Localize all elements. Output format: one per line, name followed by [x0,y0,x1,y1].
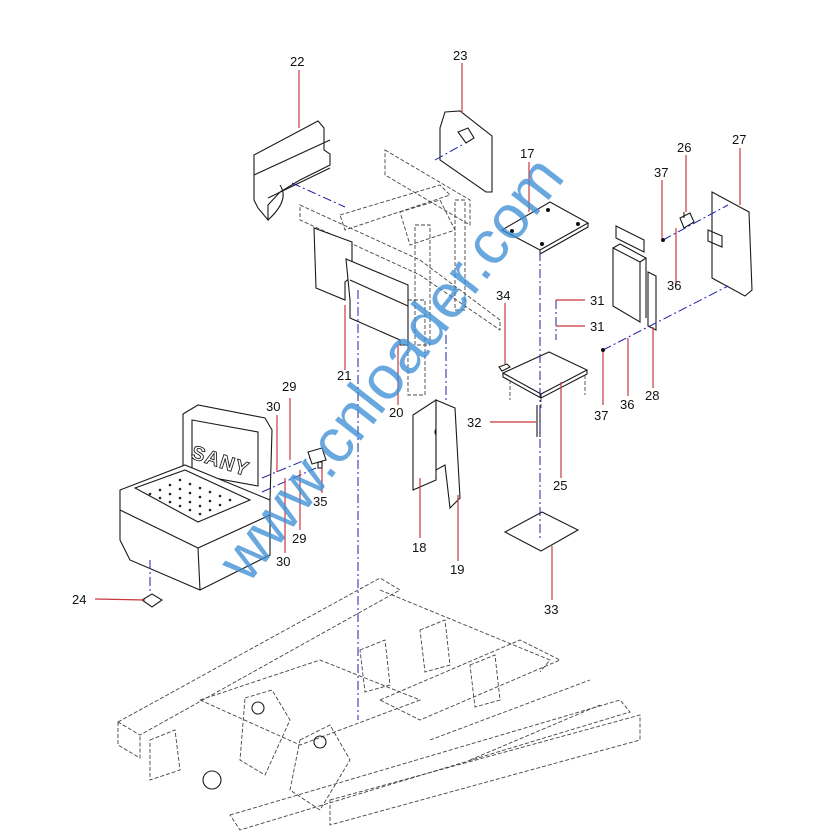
part-28-box-cover [612,225,657,331]
part-26-small-bracket [679,212,695,229]
callout-32: 32 [467,415,481,430]
part-23-side-panel [439,110,493,193]
leader-lines [94,63,741,601]
callout-22: 22 [290,54,304,69]
callout-25: 25 [553,478,567,493]
callout-21: 21 [337,368,351,383]
part-27-mounting-plate [707,191,753,297]
seat: SANY [119,404,273,591]
callout-37-lower: 37 [594,408,608,423]
callout-19: 19 [450,562,464,577]
part-34-clip [498,363,511,372]
part-21-cover-plate [313,227,353,301]
callout-36-lower: 36 [620,397,634,412]
callout-18: 18 [412,540,426,555]
callout-29-upper: 29 [282,379,296,394]
callout-35: 35 [313,494,327,509]
callout-27: 27 [732,132,746,147]
callout-29-lower: 29 [292,531,306,546]
seat-mount-brackets-29-30-35 [307,447,327,469]
callout-30-upper: 30 [266,399,280,414]
part-19-vertical-support [435,399,461,510]
callout-24: 24 [72,592,86,607]
part-25-tray-frame [501,351,589,410]
cab-frame [299,149,501,396]
callout-20: 20 [389,405,403,420]
callout-31-upper: 31 [590,293,604,308]
callout-26: 26 [677,140,691,155]
part-22-rear-cover-panel [253,120,331,222]
callout-33: 33 [544,602,558,617]
callout-34: 34 [496,288,510,303]
callout-30-lower: 30 [276,554,290,569]
callout-17: 17 [520,146,534,161]
callout-36-upper: 36 [667,278,681,293]
callout-28: 28 [645,388,659,403]
callout-31-lower: 31 [590,319,604,334]
callout-labels: 22 23 17 26 27 37 36 31 31 34 21 20 28 3… [72,48,746,617]
lower-chassis-frame [117,577,641,831]
part-24-seat-mount-bracket [140,593,164,608]
callout-37-upper: 37 [654,165,668,180]
part-20-cover-plate [345,258,409,346]
part-33-mat [503,511,580,552]
callout-23: 23 [453,48,467,63]
assembly-axes [149,144,729,720]
